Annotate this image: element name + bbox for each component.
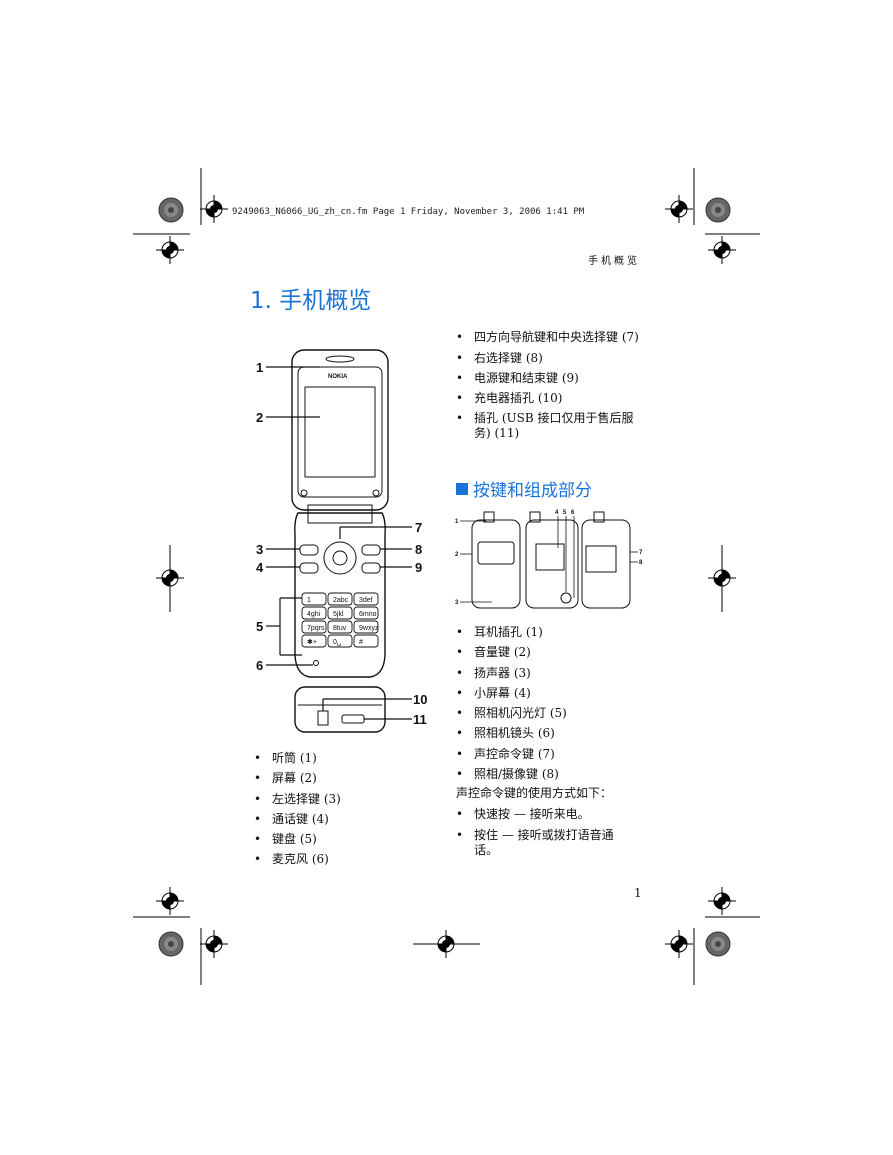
svg-text:4: 4 (555, 510, 559, 516)
phone-open-figure: NOKIA 1 2abc 3def 4ghi 5jkl 6mno 7pqrs 8… (256, 349, 427, 733)
list-item: 电源键和结束键 (9) (456, 371, 646, 386)
voice-intro: 声控命令键的使用方式如下： (456, 786, 613, 800)
section-title: 按键和组成部分 (456, 476, 592, 501)
svg-text:0␣: 0␣ (333, 639, 341, 646)
page-number: 1 (634, 886, 642, 900)
list-item: 声控命令键 (7) (456, 744, 567, 765)
svg-text:8tuv: 8tuv (333, 625, 347, 632)
svg-text:6mno: 6mno (359, 611, 377, 618)
svg-text:4ghi: 4ghi (307, 611, 321, 618)
callout-10: 10 (413, 692, 427, 707)
list-item: 屏幕 (2) (254, 768, 341, 789)
svg-text:✱+: ✱+ (307, 638, 317, 646)
list-item: 左选择键 (3) (254, 789, 341, 810)
callout-7: 7 (415, 520, 422, 535)
phone-closed-figure: 1 2 3 4 5 6 7 8 (455, 510, 643, 609)
list-item: 小屏幕 (4) (456, 683, 567, 704)
right-parts-list-top: 四方向导航键和中央选择键 (7) 右选择键 (8) 电源键和结束键 (9) 充电… (456, 330, 646, 441)
callout-1: 1 (256, 360, 263, 375)
callout-8: 8 (415, 542, 422, 557)
svg-text:1: 1 (455, 519, 459, 525)
svg-text:3: 3 (455, 600, 459, 606)
list-item: 快速按 — 接听来电。 (456, 807, 634, 822)
svg-text:3def: 3def (359, 597, 373, 604)
callout-11: 11 (413, 712, 427, 727)
voice-usage-list: 快速按 — 接听来电。 按住 — 接听或拨打语音通话。 (456, 807, 634, 858)
svg-text:5: 5 (563, 510, 567, 516)
list-item: 通话键 (4) (254, 809, 341, 830)
list-item: 听筒 (1) (254, 748, 341, 769)
callout-4: 4 (256, 560, 264, 575)
callout-6: 6 (256, 658, 263, 673)
svg-text:7: 7 (639, 550, 643, 556)
svg-text:5jkl: 5jkl (333, 611, 344, 618)
svg-text:2abc: 2abc (333, 597, 349, 604)
callout-5: 5 (256, 619, 263, 634)
section-square-icon (456, 482, 468, 495)
list-item: 右选择键 (8) (456, 351, 646, 366)
left-parts-list: 听筒 (1) 屏幕 (2) 左选择键 (3) 通话键 (4) 键盘 (5) 麦克… (254, 748, 341, 870)
chapter-title: 1. 手机概览 (250, 288, 372, 314)
list-item: 照相机镜头 (6) (456, 723, 567, 744)
list-item: 耳机插孔 (1) (456, 622, 567, 643)
svg-text:2: 2 (455, 552, 459, 558)
callout-2: 2 (256, 410, 263, 425)
list-item: 四方向导航键和中央选择键 (7) (456, 330, 646, 345)
svg-text:#: # (359, 639, 363, 646)
svg-text:9wxyz: 9wxyz (359, 625, 379, 632)
list-item: 插孔 (USB 接口仅用于售后服务) (11) (456, 411, 646, 441)
list-item: 音量键 (2) (456, 642, 567, 663)
list-item: 键盘 (5) (254, 829, 341, 850)
list-item: 照相机闪光灯 (5) (456, 703, 567, 724)
print-slug: 9249063_N6066_UG_zh_cn.fm Page 1 Friday,… (232, 207, 585, 217)
callout-9: 9 (415, 560, 422, 575)
list-item: 麦克风 (6) (254, 849, 341, 870)
svg-text:7pqrs: 7pqrs (307, 625, 325, 632)
list-item: 充电器插孔 (10) (456, 391, 646, 406)
svg-text:8: 8 (639, 560, 643, 566)
running-head: 手机概览 (588, 256, 640, 267)
list-item: 照相/摄像键 (8) (456, 764, 567, 785)
list-item: 按住 — 接听或拨打语音通话。 (456, 828, 634, 858)
svg-text:1: 1 (307, 597, 311, 604)
svg-text:6: 6 (571, 510, 575, 516)
callout-3: 3 (256, 542, 263, 557)
list-item: 扬声器 (3) (456, 663, 567, 684)
brand-logo: NOKIA (328, 374, 348, 380)
right-parts-list-bottom: 耳机插孔 (1) 音量键 (2) 扬声器 (3) 小屏幕 (4) 照相机闪光灯 … (456, 622, 567, 785)
